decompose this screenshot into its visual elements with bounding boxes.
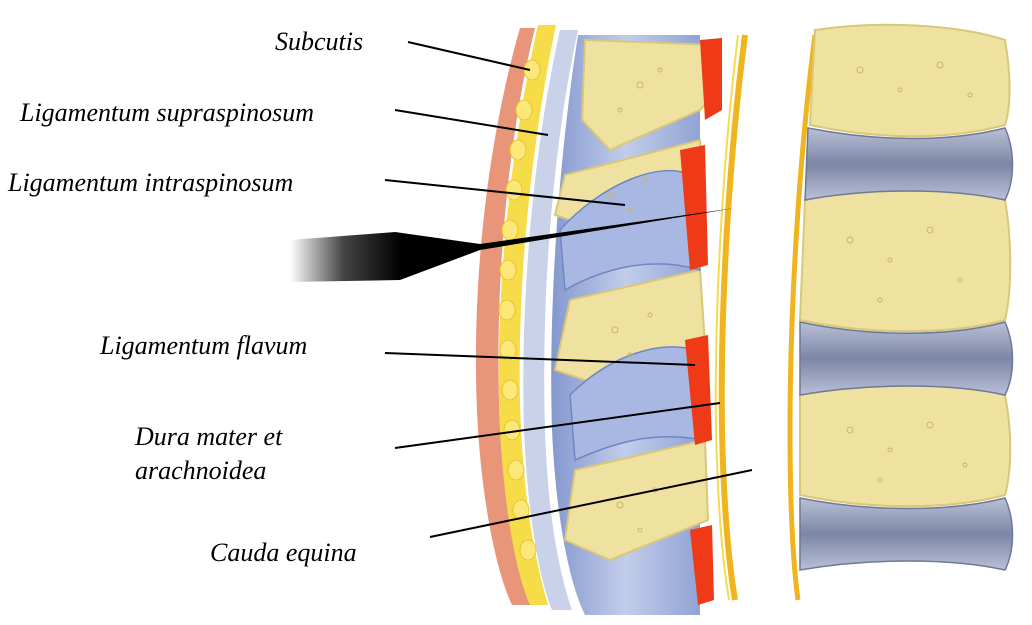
label-ligamentum-supraspinosum: Ligamentum supraspinosum: [20, 98, 314, 128]
vertebral-bodies: [800, 25, 1010, 506]
label-ligamentum-intraspinosum: Ligamentum intraspinosum: [8, 168, 293, 198]
label-cauda-equina: Cauda equina: [210, 538, 357, 568]
dura-mater: [722, 35, 745, 600]
label-ligamentum-flavum: Ligamentum flavum: [100, 331, 307, 361]
label-subcutis: Subcutis: [275, 27, 363, 57]
label-dura-mater-line1: Dura mater et: [135, 422, 282, 452]
label-dura-mater-line2: arachnoidea: [135, 456, 266, 486]
